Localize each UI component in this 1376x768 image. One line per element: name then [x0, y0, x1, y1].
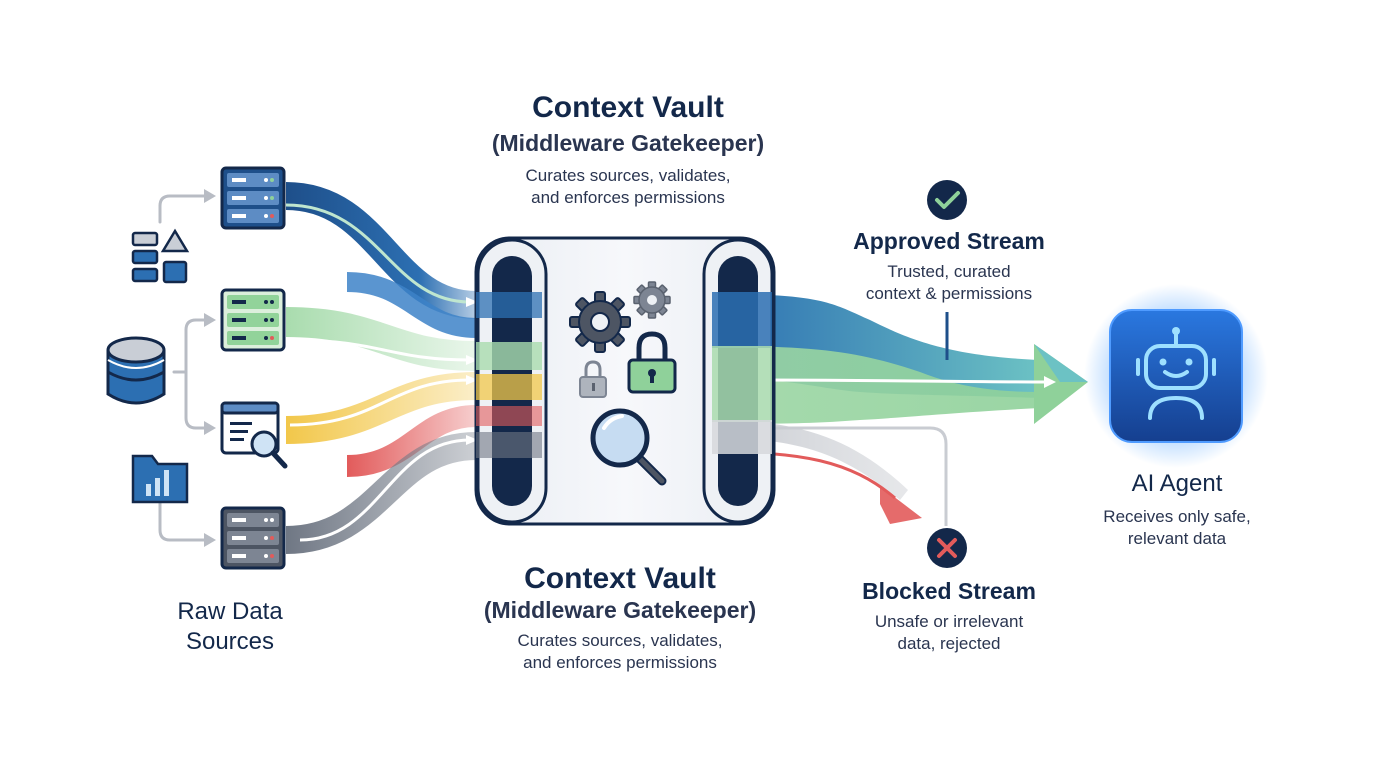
approved-title: Approved Stream [853, 228, 1045, 254]
context-vault [474, 236, 776, 526]
check-icon [927, 180, 967, 220]
lock-icon [579, 360, 607, 398]
agent-desc-line2: relevant data [1127, 529, 1227, 548]
vault-desc: Curates sources, validates, and enforces… [418, 165, 838, 209]
agent-desc: Receives only safe, relevant data [1066, 506, 1288, 550]
output-streams [715, 294, 1088, 526]
input-streams [285, 182, 477, 554]
server-icon [220, 506, 286, 570]
database-icon [106, 336, 166, 405]
blocked-desc-line1: Unsafe or irrelevant [874, 612, 1024, 631]
vault-title: Context Vault [524, 562, 716, 595]
stream-blue-short [346, 272, 477, 338]
blocked-marker [927, 528, 967, 568]
vault-subtitle: (Middleware Gatekeeper) [483, 597, 757, 623]
gear-icon [633, 281, 671, 319]
magnifier-icon [590, 408, 667, 486]
shapes-icon [131, 228, 190, 284]
approved-stream-label: Approved Stream Trusted, curated context… [818, 228, 1080, 305]
raw-sources-line1: Raw Data [177, 598, 283, 625]
vault-desc-line1: Curates sources, validates, [525, 166, 731, 185]
server-icon [220, 288, 286, 352]
approved-desc: Trusted, curated context & permissions [818, 261, 1080, 305]
source-connectors [158, 194, 206, 542]
chart-folder-icon [131, 454, 189, 504]
search-report-icon [220, 401, 288, 469]
server-icon [220, 166, 286, 230]
vault-desc-line2: and enforces permissions [523, 653, 717, 672]
approved-arrowhead [1034, 344, 1088, 424]
approved-desc-line2: context & permissions [865, 284, 1033, 303]
vault-desc-line2: and enforces permissions [531, 188, 725, 207]
lock-icon [627, 331, 677, 394]
connector-arrowheads [204, 189, 216, 547]
blocked-desc: Unsafe or irrelevant data, rejected [818, 611, 1080, 655]
blocked-arrowhead [880, 486, 922, 524]
gear-icon [569, 291, 631, 353]
vault-label-bottom: Context Vault (Middleware Gatekeeper) Cu… [410, 561, 830, 674]
vault-desc: Curates sources, validates, and enforces… [410, 630, 830, 674]
agent-desc-line1: Receives only safe, [1103, 507, 1251, 526]
stream-yellow [285, 372, 477, 444]
approved-marker [927, 180, 967, 360]
raw-data-sources-label: Raw Data Sources [140, 597, 320, 657]
vault-title: Context Vault [532, 91, 724, 124]
vault-subtitle: (Middleware Gatekeeper) [491, 130, 765, 156]
approved-desc-line1: Trusted, curated [887, 262, 1011, 281]
blocked-title: Blocked Stream [862, 578, 1036, 604]
stream-green [285, 307, 477, 371]
robot-icon [1136, 332, 1216, 420]
ai-agent-label: AI Agent Receives only safe, relevant da… [1066, 470, 1288, 550]
input-arrowheads [466, 297, 478, 445]
blocked-stream-label: Blocked Stream Unsafe or irrelevant data… [818, 578, 1080, 655]
stream-red [346, 405, 477, 477]
approved-stream-green [716, 346, 1040, 424]
ai-agent [1084, 284, 1268, 468]
agent-title: AI Agent [1131, 470, 1223, 497]
raw-sources-line2: Sources [185, 628, 275, 655]
vault-desc-line1: Curates sources, validates, [517, 631, 723, 650]
blocked-desc-line2: data, rejected [897, 634, 1001, 653]
vault-label-top: Context Vault (Middleware Gatekeeper) Cu… [418, 90, 838, 209]
